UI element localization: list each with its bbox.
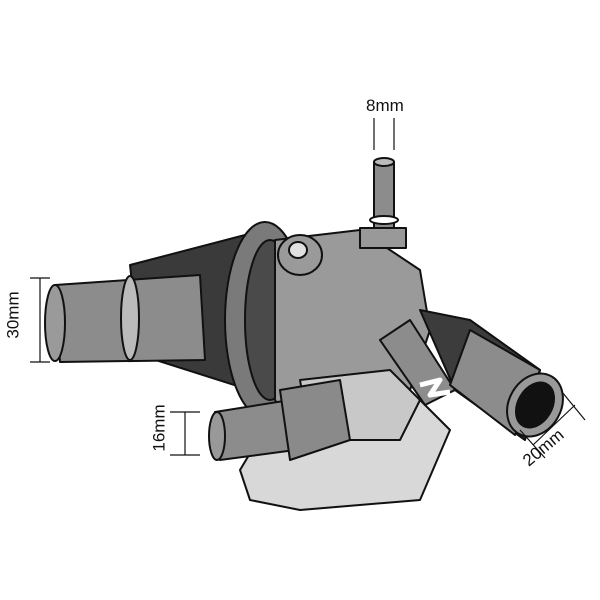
left-pipe-end — [44, 284, 66, 362]
dimension-label-lower-pipe: 16mm — [149, 404, 169, 452]
dimension-lines — [30, 118, 586, 459]
dimension-label-left-pipe: 30mm — [3, 291, 23, 339]
dimension-label-top-pipe: 8mm — [366, 96, 404, 115]
left-pipe-ring — [120, 275, 140, 361]
